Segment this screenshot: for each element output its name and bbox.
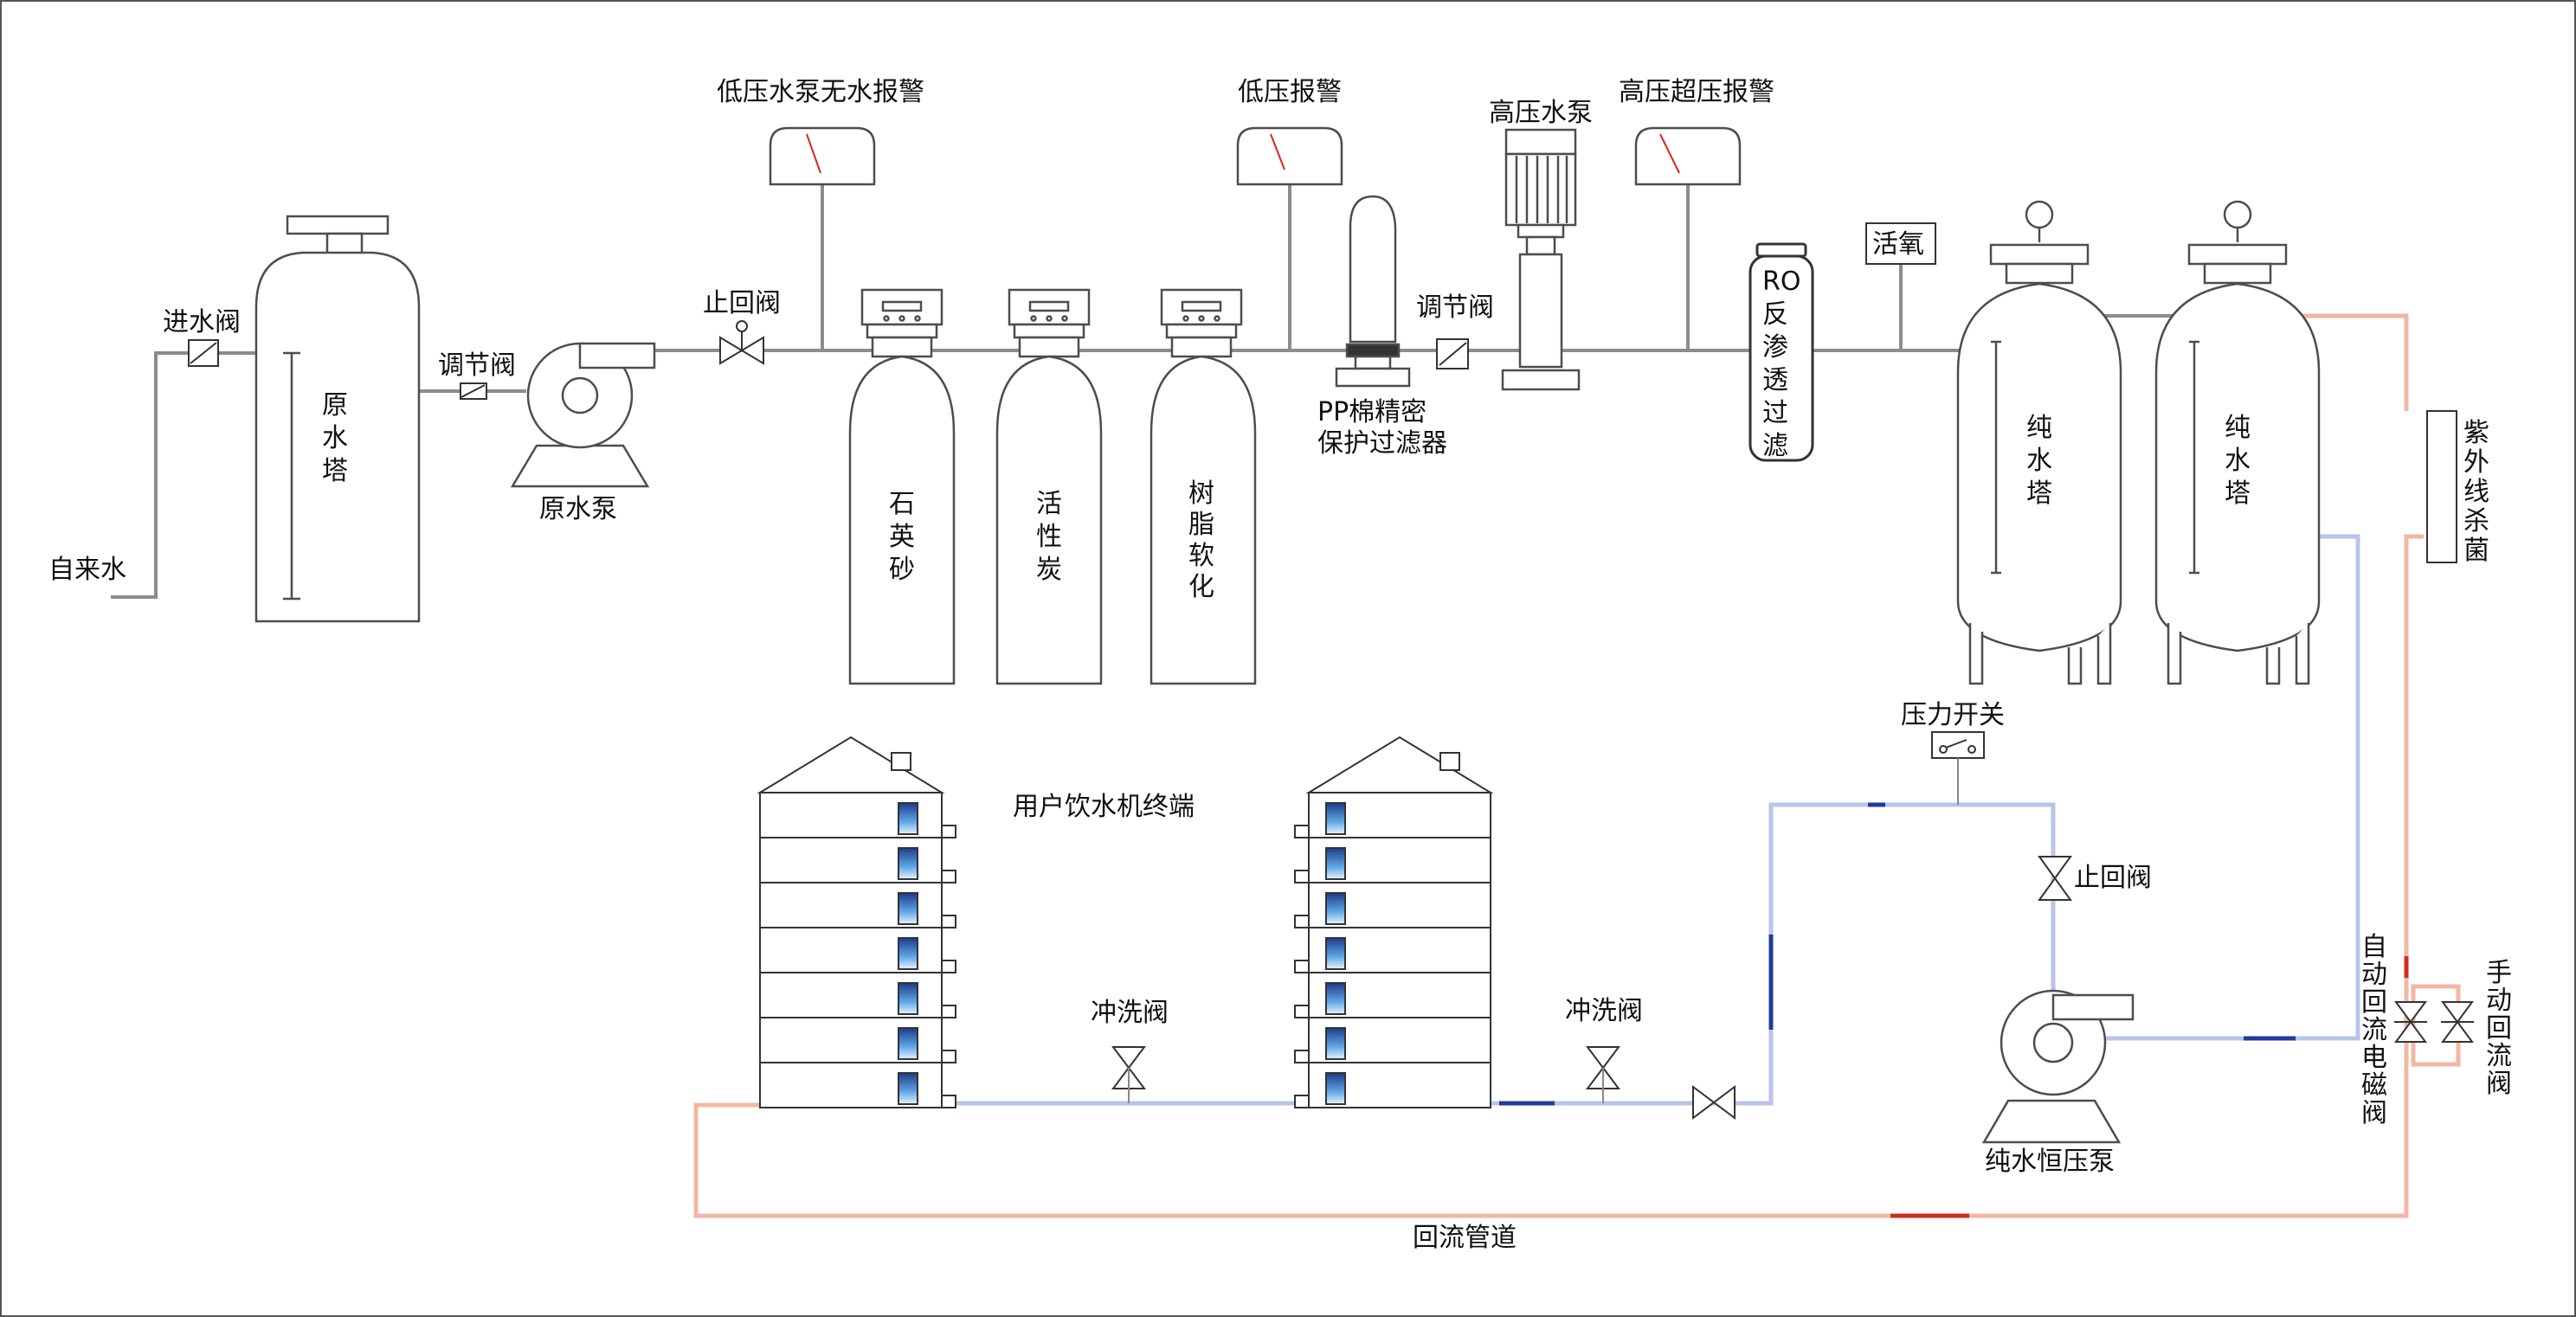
label-alarm-high: 高压超压报警 bbox=[1619, 77, 1774, 107]
label-return-pipe: 回流管道 bbox=[1413, 1223, 1517, 1253]
activated-carbon-tank bbox=[995, 288, 1103, 685]
uv-sterilizer-icon bbox=[2426, 410, 2457, 563]
label-auto-return-valve: 自动回流电磁阀 bbox=[2361, 932, 2387, 1128]
building-balcony bbox=[1294, 1005, 1310, 1018]
label-adjust-valve-2: 调节阀 bbox=[1416, 292, 1494, 323]
building-window bbox=[1325, 937, 1346, 970]
high-pressure-pump-icon bbox=[1501, 128, 1581, 391]
label-activated-carbon: 活性炭 bbox=[1036, 489, 1062, 585]
auto-return-valve-icon bbox=[2394, 1001, 2427, 1043]
building-2 bbox=[1294, 736, 1494, 1108]
building-balcony bbox=[1294, 870, 1310, 883]
building-window bbox=[898, 802, 918, 835]
label-pp-filter-line1: PP棉精密 bbox=[1317, 397, 1426, 427]
building-balcony bbox=[941, 960, 956, 973]
building-balcony bbox=[941, 870, 956, 883]
pure-pipe-accents bbox=[1499, 802, 2296, 1106]
pure-water-tower-1 bbox=[1956, 200, 2122, 685]
manual-return-valve-icon bbox=[2441, 1001, 2474, 1043]
label-ozone: 活氧 bbox=[1872, 229, 1924, 260]
label-check-valve-1: 止回阀 bbox=[703, 288, 781, 318]
building-balcony bbox=[1294, 1050, 1310, 1063]
inlet-valve-icon bbox=[188, 339, 219, 367]
building-window bbox=[898, 847, 918, 880]
label-raw-tower: 原水塔 bbox=[322, 390, 348, 486]
quartz-sand-tank bbox=[848, 288, 956, 685]
building-balcony bbox=[941, 1005, 956, 1018]
pure-water-tower-2 bbox=[2154, 200, 2321, 685]
flush-valve-1-icon bbox=[1111, 1046, 1146, 1103]
building-balcony bbox=[941, 1050, 956, 1063]
label-adjust-valve-1: 调节阀 bbox=[438, 350, 516, 381]
building-1 bbox=[757, 736, 956, 1108]
gauge-low-alarm bbox=[1236, 126, 1343, 186]
building-window bbox=[1325, 982, 1346, 1015]
label-resin-soften: 树脂软化 bbox=[1188, 479, 1214, 602]
label-uv-sterilize: 紫外线杀菌 bbox=[2463, 418, 2489, 566]
building-chimney bbox=[891, 752, 911, 771]
label-manual-return-valve: 手动回流阀 bbox=[2486, 958, 2512, 1099]
building-window bbox=[1325, 847, 1346, 880]
building-window bbox=[898, 982, 918, 1015]
raw-pump-icon bbox=[510, 342, 656, 488]
label-alarm-low-pump: 低压水泵无水报警 bbox=[717, 77, 924, 107]
building-window bbox=[1325, 1072, 1346, 1105]
building-balcony bbox=[941, 825, 956, 838]
label-alarm-low: 低压报警 bbox=[1238, 77, 1342, 107]
ro-filter-icon bbox=[1748, 242, 1814, 462]
building-balcony bbox=[1294, 960, 1310, 973]
check-valve-1-icon bbox=[719, 320, 764, 365]
ozone-box bbox=[1865, 222, 1936, 265]
label-flush-valve-1: 冲洗阀 bbox=[1091, 998, 1169, 1028]
label-inlet-valve: 进水阀 bbox=[163, 307, 241, 337]
building-window bbox=[1325, 892, 1346, 925]
label-pure-tower-2: 纯水塔 bbox=[2225, 413, 2251, 509]
label-check-valve-2: 止回阀 bbox=[2074, 863, 2152, 893]
resin-soften-tank bbox=[1150, 288, 1257, 685]
building-window bbox=[1325, 802, 1346, 835]
building-balcony bbox=[1294, 825, 1310, 838]
building-balcony bbox=[941, 915, 956, 928]
building-roof bbox=[757, 736, 945, 793]
pressure-switch-icon bbox=[1931, 731, 1985, 805]
label-pure-const-pump: 纯水恒压泵 bbox=[1985, 1147, 2115, 1177]
label-quartz-sand: 石英砂 bbox=[889, 489, 915, 585]
pure-pump-icon bbox=[1981, 989, 2135, 1144]
line-valve-icon bbox=[1692, 1085, 1736, 1120]
label-high-pump: 高压水泵 bbox=[1489, 98, 1593, 128]
raw-water-tower bbox=[254, 215, 421, 623]
building-window bbox=[898, 937, 918, 970]
return-pipe-accents bbox=[1890, 956, 2409, 1218]
pp-filter-icon bbox=[1335, 195, 1411, 388]
label-pure-tower-1: 纯水塔 bbox=[2026, 413, 2052, 509]
label-pressure-switch: 压力开关 bbox=[1901, 700, 2005, 730]
check-valve-2-icon bbox=[2038, 856, 2072, 901]
building-balcony bbox=[941, 1095, 956, 1108]
gauge-low-pump-alarm bbox=[769, 126, 876, 186]
label-pp-filter-line2: 保护过滤器 bbox=[1317, 428, 1447, 459]
flush-valve-2-icon bbox=[1586, 1046, 1620, 1103]
building-chimney bbox=[1439, 752, 1460, 771]
building-window bbox=[898, 1072, 918, 1105]
building-balcony bbox=[1294, 915, 1310, 928]
building-balcony bbox=[1294, 1095, 1310, 1108]
gauge-high-alarm bbox=[1634, 126, 1742, 186]
label-raw-pump: 原水泵 bbox=[539, 494, 617, 524]
adjust-valve-1-icon bbox=[460, 382, 487, 400]
building-window bbox=[898, 892, 918, 925]
adjust-valve-2-icon bbox=[1436, 338, 1469, 369]
label-flush-valve-2: 冲洗阀 bbox=[1565, 996, 1643, 1026]
building-window bbox=[898, 1027, 918, 1060]
label-tap-water: 自来水 bbox=[48, 555, 126, 585]
label-user-terminal: 用户饮水机终端 bbox=[1013, 792, 1195, 822]
inlet-pipe bbox=[111, 351, 256, 599]
building-roof bbox=[1305, 736, 1494, 793]
building-window bbox=[1325, 1027, 1346, 1060]
labels: 自来水 进水阀 调节阀 原水泵 止回阀 低压水泵无水报警 低压报警 高压水泵 高… bbox=[48, 77, 2152, 1253]
